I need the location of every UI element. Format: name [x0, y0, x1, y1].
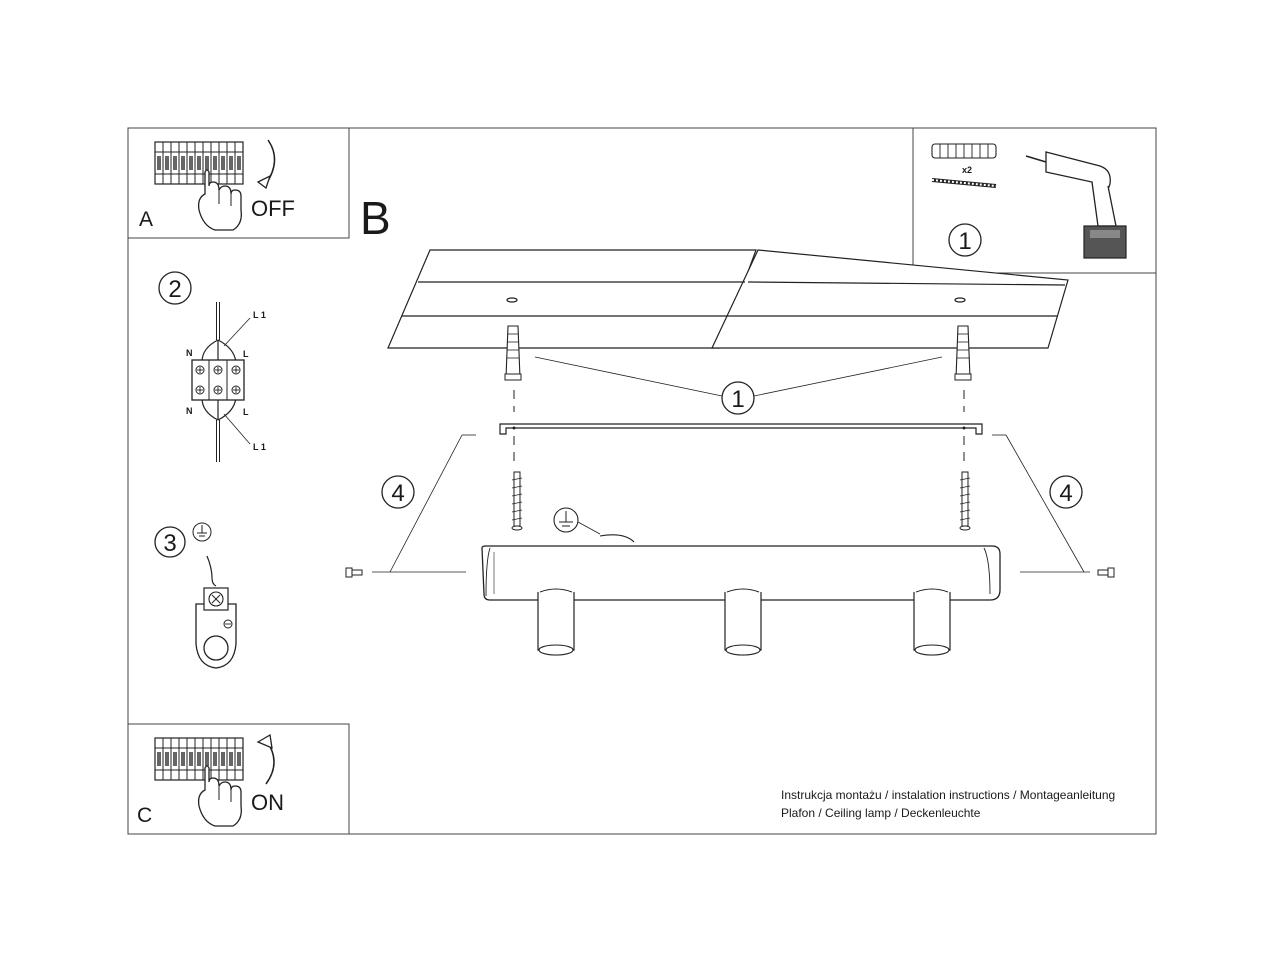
- panel-b-letter: B: [360, 192, 391, 244]
- step-2-badge: [158, 271, 192, 305]
- screw-left: [511, 471, 523, 531]
- l-top-label: L: [243, 349, 249, 359]
- tools-frame: [912, 127, 1157, 274]
- wall-plug-left: [504, 325, 522, 381]
- step-3-number: 3: [163, 530, 176, 557]
- step-1-badge: [721, 381, 755, 415]
- drill-icon: [1025, 151, 1127, 259]
- circuit-breaker-icon: [154, 141, 244, 185]
- step-4-callout-right: 4: [992, 434, 1115, 578]
- step-4-callout-left: 4: [345, 434, 476, 578]
- quantity-label: x2: [962, 165, 972, 175]
- ground-terminal-icon: [195, 587, 237, 669]
- step-3-grounding: 3: [154, 522, 237, 669]
- side-screw-left-icon: [345, 567, 363, 578]
- panel-c-frame: [127, 723, 350, 835]
- step-4-right-badge: [1049, 475, 1083, 509]
- lamp-spot-2: [724, 588, 762, 656]
- lamp-ground-icon: [553, 507, 635, 543]
- caption-line-2: Plafon / Ceiling lamp / Deckenleuchte: [781, 806, 981, 820]
- step-4-left-number: 4: [391, 480, 404, 507]
- tools-step-badge: [948, 223, 982, 257]
- step-2-number: 2: [168, 276, 181, 303]
- screw-icon: [931, 178, 997, 188]
- panel-a: A OFF: [139, 139, 295, 231]
- tools-box: x2 1: [931, 143, 1127, 259]
- panel-c: C ON: [137, 733, 284, 827]
- tools-step-number: 1: [958, 228, 971, 255]
- panel-c-letter: C: [137, 804, 152, 827]
- step-4-right-number: 4: [1059, 480, 1072, 507]
- ground-symbol-icon: [192, 522, 212, 542]
- terminal-block-icon: [191, 302, 251, 462]
- mounting-bracket: [499, 423, 983, 435]
- panel-a-off-label: OFF: [251, 196, 295, 221]
- l1-top-label: L 1: [253, 310, 266, 320]
- step-1-number: 1: [731, 386, 744, 413]
- panel-a-frame: [127, 127, 350, 239]
- n-bottom-label: N: [186, 406, 193, 416]
- panel-a-letter: A: [139, 208, 153, 231]
- side-screw-right-icon: [1097, 567, 1115, 578]
- circuit-breaker-icon: [154, 737, 244, 781]
- step-3-badge: [154, 526, 186, 558]
- caption-line-1: Instrukcja montażu / instalation instruc…: [781, 788, 1116, 802]
- lamp-spot-3: [913, 588, 951, 656]
- wall-plug-right: [954, 325, 972, 381]
- lamp-body: [481, 545, 1001, 601]
- n-top-label: N: [186, 348, 193, 358]
- lamp-spot-1: [537, 588, 575, 656]
- l-bottom-label: L: [243, 407, 249, 417]
- ceiling-panels: [387, 249, 1069, 349]
- l1-bottom-label: L 1: [253, 442, 266, 452]
- wall-plug-icon: [931, 143, 997, 159]
- step-2-wiring: 2 L 1: [158, 271, 266, 462]
- step-1-callout: 1: [534, 356, 943, 415]
- panel-c-on-label: ON: [251, 790, 284, 815]
- screw-right: [959, 471, 971, 531]
- step-4-left-badge: [381, 475, 415, 509]
